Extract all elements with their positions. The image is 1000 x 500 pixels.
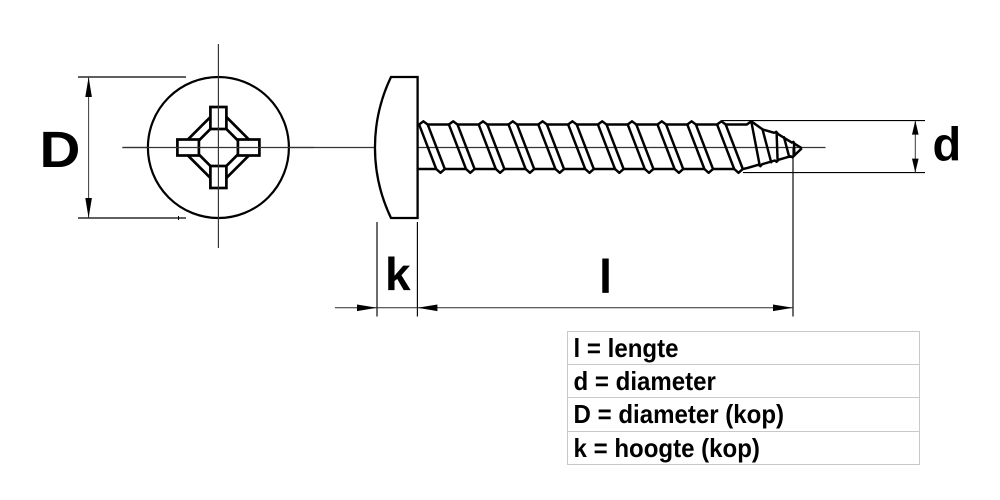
svg-text:l: l xyxy=(599,250,612,303)
svg-text:k: k xyxy=(385,248,411,300)
svg-text:D: D xyxy=(40,122,81,179)
svg-text:d: d xyxy=(933,118,962,171)
